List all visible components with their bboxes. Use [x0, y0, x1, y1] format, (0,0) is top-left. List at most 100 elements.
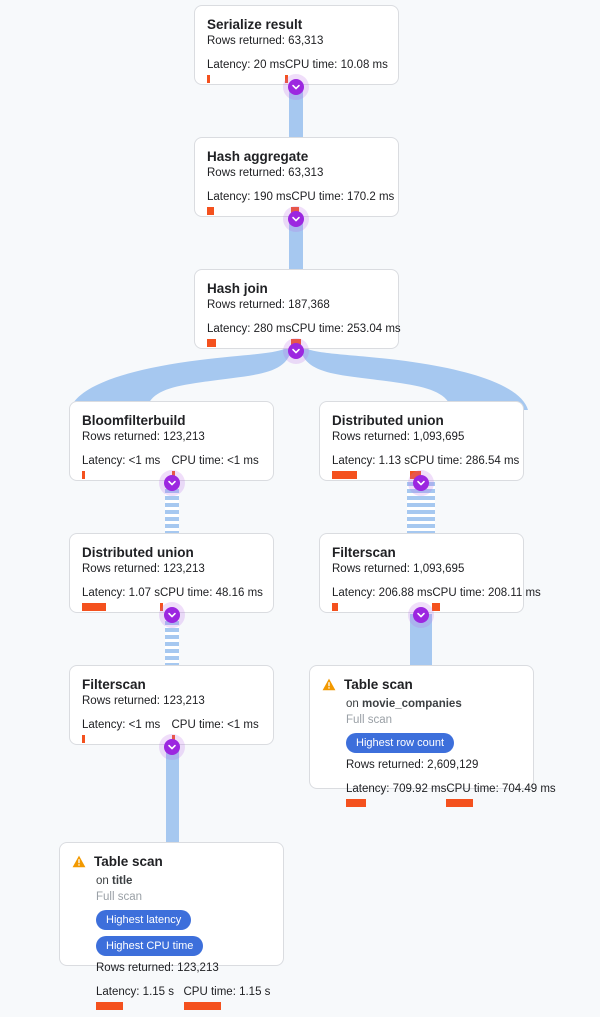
node-header-text: Table scan — [94, 853, 163, 870]
badge-highest-row-count[interactable]: Highest row count — [346, 733, 455, 753]
cpu-bar — [410, 471, 421, 479]
rows-returned: Rows returned: 63,313 — [207, 167, 324, 179]
cpu-label: CPU time: <1 ms — [171, 455, 259, 467]
cpu-label: CPU time: 170.2 ms — [291, 191, 395, 203]
cpu-metric: CPU time: 208.11 ms — [432, 586, 541, 611]
node-metrics: Latency: 206.88 ms CPU time: 208.11 ms — [332, 586, 541, 611]
badge-highest-latency[interactable]: Highest latency — [96, 910, 192, 930]
node-title: Distributed union — [82, 545, 194, 560]
latency-bar — [82, 603, 106, 611]
plan-node-hash-aggregate[interactable]: Hash aggregate Rows returned: 63,313 Lat… — [194, 137, 399, 217]
cpu-bar — [432, 603, 441, 611]
latency-label: Latency: <1 ms — [82, 719, 161, 731]
scan-target: on movie_companies — [346, 697, 521, 712]
scan-target-name: movie_companies — [362, 698, 462, 710]
cpu-metric: CPU time: 170.2 ms — [291, 190, 394, 215]
plan-node-table-scan-title[interactable]: Table scan on title Full scan Highest la… — [59, 842, 284, 1010]
plan-node-hash-join[interactable]: Hash join Rows returned: 187,368 Latency… — [194, 269, 401, 349]
collapse-chevron-serialize-result[interactable] — [288, 79, 304, 95]
latency-metric: Latency: <1 ms — [82, 718, 172, 743]
collapse-chevron-distributed-union-left[interactable] — [164, 607, 180, 623]
plan-node-distributed-union-left[interactable]: Distributed union Rows returned: 123,213… — [69, 533, 274, 613]
collapse-chevron-hash-aggregate[interactable] — [288, 211, 304, 227]
scan-target: on title — [96, 874, 271, 889]
latency-metric: Latency: 709.92 ms — [346, 782, 446, 807]
latency-label: Latency: 280 ms — [207, 323, 292, 335]
rows-returned: Rows returned: 123,213 — [82, 431, 205, 443]
cpu-label: CPU time: 48.16 ms — [160, 587, 263, 599]
node-title: Filterscan — [82, 677, 146, 692]
node-body: on movie_companies Full scan Highest row… — [322, 697, 556, 807]
node-metrics: Latency: 709.92 ms CPU time: 704.49 ms — [346, 782, 556, 807]
latency-bar — [332, 471, 357, 479]
cpu-label: CPU time: 10.08 ms — [284, 59, 388, 71]
collapse-chevron-distributed-union-right[interactable] — [413, 475, 429, 491]
plan-node-distributed-union-right[interactable]: Distributed union Rows returned: 1,093,6… — [319, 401, 524, 481]
latency-metric: Latency: 1.13 s — [332, 454, 410, 479]
latency-label: Latency: 20 ms — [207, 59, 285, 71]
node-body: on title Full scan Highest latency Highe… — [72, 874, 271, 1010]
cpu-metric: CPU time: 48.16 ms — [160, 586, 263, 611]
cpu-bar — [183, 1002, 221, 1010]
collapse-chevron-hash-join[interactable] — [288, 343, 304, 359]
latency-bar — [332, 603, 338, 611]
plan-node-serialize-result[interactable]: Serialize result Rows returned: 63,313 L… — [194, 5, 399, 85]
latency-label: Latency: 206.88 ms — [332, 587, 433, 599]
cpu-metric: CPU time: 10.08 ms — [284, 58, 388, 83]
plan-node-table-scan-movie-companies[interactable]: Table scan on movie_companies Full scan … — [309, 665, 556, 807]
node-title: Serialize result — [207, 17, 303, 32]
cpu-metric: CPU time: 286.54 ms — [410, 454, 519, 479]
on-prefix: on — [346, 698, 359, 710]
edge-filterscan-left-to-table-scan — [166, 746, 179, 845]
node-badges: Highest latency Highest CPU time — [96, 910, 271, 956]
warning-icon — [322, 678, 336, 696]
rows-returned: Rows returned: 123,213 — [82, 695, 205, 707]
scan-type: Full scan — [346, 714, 393, 726]
cpu-label: CPU time: 1.15 s — [183, 986, 271, 998]
latency-label: Latency: 1.13 s — [332, 455, 410, 467]
cpu-label: CPU time: 253.04 ms — [291, 323, 401, 335]
latency-label: Latency: 1.07 s — [82, 587, 160, 599]
collapse-chevron-filterscan-right[interactable] — [413, 607, 429, 623]
node-title: Table scan — [94, 854, 163, 869]
plan-node-bloomfilterbuild[interactable]: Bloomfilterbuild Rows returned: 123,213 … — [69, 401, 274, 481]
node-title: Table scan — [344, 677, 413, 692]
latency-label: Latency: 190 ms — [207, 191, 292, 203]
collapse-chevron-bloomfilterbuild[interactable] — [164, 475, 180, 491]
latency-label: Latency: 709.92 ms — [346, 783, 447, 795]
cpu-label: CPU time: 704.49 ms — [446, 783, 556, 795]
latency-metric: Latency: 190 ms — [207, 190, 291, 215]
latency-bar — [82, 471, 85, 479]
latency-metric: Latency: <1 ms — [82, 454, 172, 479]
latency-bar — [207, 75, 210, 83]
cpu-bar — [284, 75, 288, 83]
rows-returned: Rows returned: 2,609,129 — [346, 759, 479, 771]
node-header: Serialize result — [207, 16, 386, 33]
node-header: Filterscan — [82, 676, 261, 693]
rows-returned: Rows returned: 63,313 — [207, 35, 324, 47]
node-title: Hash aggregate — [207, 149, 309, 164]
node-title: Bloomfilterbuild — [82, 413, 186, 428]
cpu-metric: CPU time: <1 ms — [171, 454, 262, 479]
plan-node-filterscan-right[interactable]: Filterscan Rows returned: 1,093,695 Late… — [319, 533, 541, 613]
node-header: Hash join — [207, 280, 386, 297]
latency-label: Latency: 1.15 s — [96, 986, 174, 998]
badge-highest-cpu-time[interactable]: Highest CPU time — [96, 936, 204, 956]
collapse-chevron-filterscan-left[interactable] — [164, 739, 180, 755]
cpu-label: CPU time: 286.54 ms — [410, 455, 520, 467]
plan-node-filterscan-left[interactable]: Filterscan Rows returned: 123,213 Latenc… — [69, 665, 274, 745]
cpu-label: CPU time: <1 ms — [171, 719, 259, 731]
scan-target-name: title — [112, 875, 133, 887]
cpu-metric: CPU time: 704.49 ms — [446, 782, 556, 807]
latency-bar — [82, 735, 85, 743]
node-title: Hash join — [207, 281, 268, 296]
cpu-metric: CPU time: <1 ms — [171, 718, 262, 743]
node-title: Distributed union — [332, 413, 444, 428]
rows-returned: Rows returned: 187,368 — [207, 299, 330, 311]
node-metrics: Latency: 20 ms CPU time: 10.08 ms — [207, 58, 388, 83]
node-header: Table scan — [72, 853, 271, 873]
rows-returned: Rows returned: 1,093,695 — [332, 563, 465, 575]
node-header-text: Table scan — [344, 676, 413, 693]
cpu-metric: CPU time: 1.15 s — [183, 985, 272, 1010]
